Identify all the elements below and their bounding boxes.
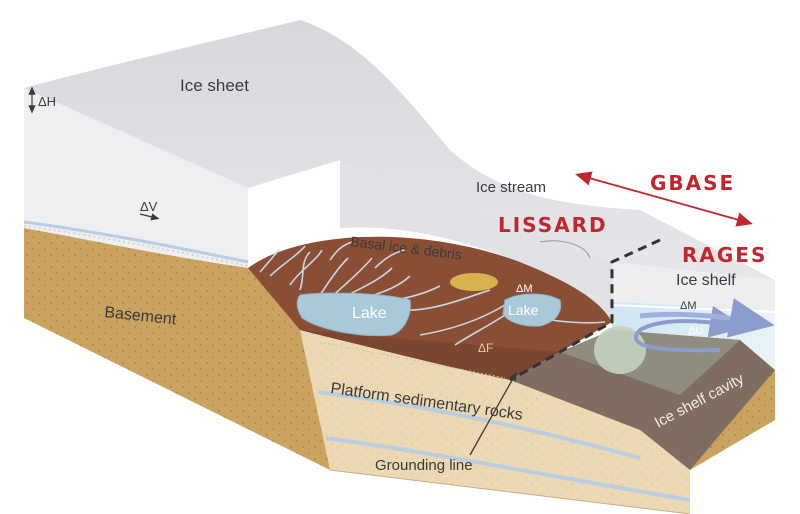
delta-v-label: ΔV bbox=[140, 199, 158, 214]
gbase-extent-arrow bbox=[575, 171, 753, 227]
delta-h-label: ΔH bbox=[38, 94, 56, 109]
delta-m-shelf-label: ΔM bbox=[680, 300, 697, 312]
lake-left-label: Lake bbox=[352, 305, 387, 322]
grounding-zone-boundary bbox=[509, 238, 661, 382]
delta-f-label: ΔF bbox=[478, 341, 493, 355]
grounding-line-label: Grounding line bbox=[375, 457, 473, 474]
ice-sheet-label: Ice sheet bbox=[180, 76, 249, 95]
subglacial-lake-left bbox=[296, 292, 411, 337]
ice-shelf-cavity bbox=[510, 326, 775, 470]
lake-right-label: Lake bbox=[508, 302, 539, 318]
delta-m-lake-label: ΔM bbox=[516, 283, 533, 295]
ice-shelf-label: Ice shelf bbox=[676, 272, 736, 289]
ocean-circulation-arrows bbox=[633, 298, 775, 353]
gbase-project-label: GBASE bbox=[650, 171, 735, 195]
ice-stream-label: Ice stream bbox=[476, 179, 546, 196]
delta-u-label: ΔU bbox=[688, 325, 703, 337]
platform-sediments bbox=[300, 330, 691, 514]
grounding-line-pointer bbox=[469, 371, 517, 456]
lissard-project-label: LISSARD bbox=[498, 213, 608, 237]
subglacial-lake-right bbox=[502, 293, 562, 327]
rages-project-label: RAGES bbox=[682, 243, 767, 267]
